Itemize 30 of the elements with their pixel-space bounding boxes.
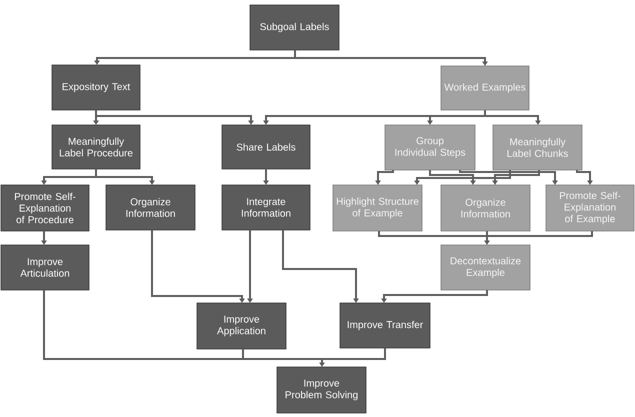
process-box: Promote Self-Explanation of Procedure [0, 184, 90, 232]
connector-line [378, 231, 487, 237]
connector-line [242, 349, 244, 359]
connector-line [430, 115, 485, 117]
process-box: Promote Self-Explanation of Example [546, 184, 634, 232]
process-box: Subgoal Labels [250, 4, 340, 50]
process-box: Highlight Structure of Example [332, 184, 422, 232]
process-box: Integrate Information [222, 184, 310, 230]
process-box: Expository Text [52, 64, 140, 110]
process-box: Meaningfully Label Procedure [52, 124, 140, 170]
process-box: Improve Problem Solving [276, 366, 366, 414]
process-box: Group Individual Steps [384, 124, 476, 170]
process-box: Improve Articulation [0, 244, 90, 290]
connector-line [43, 290, 243, 360]
process-box: Improve Application [196, 302, 286, 350]
process-box: Meaningfully Label Chunks [492, 124, 582, 170]
connector-line [487, 231, 593, 237]
connector-line [95, 110, 97, 116]
process-box: Decontextualize Example [440, 244, 530, 290]
process-box: Share Labels [222, 124, 310, 170]
process-box: Worked Examples [440, 66, 530, 110]
process-box: Organize Information [106, 184, 196, 230]
connector-line [243, 358, 322, 360]
process-box: Organize Information [440, 184, 530, 232]
connector-line [95, 169, 97, 177]
connector-line [294, 50, 296, 58]
connector-line [484, 110, 486, 116]
connector-line [322, 348, 386, 360]
process-box: Improve Transfer [340, 302, 430, 348]
connector-line [486, 231, 488, 236]
